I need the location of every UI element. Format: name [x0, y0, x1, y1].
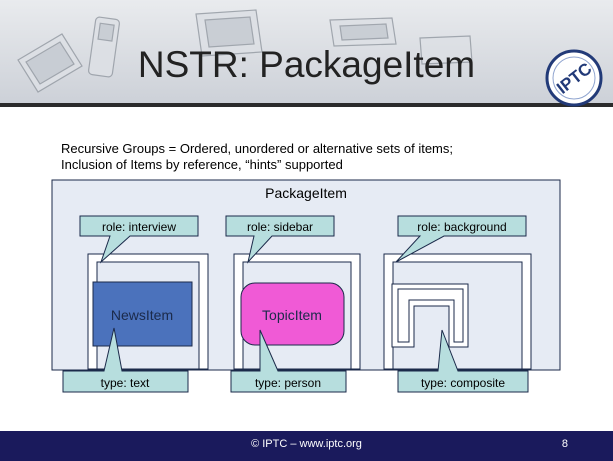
role-callout-background [395, 215, 527, 263]
intro-line: Inclusion of Items by reference, “hints”… [61, 157, 343, 172]
header-banner [0, 0, 613, 107]
footer-copyright: © IPTC – www.iptc.org [251, 438, 362, 450]
device-sketch-icons [17, 9, 473, 93]
type-label-composite: type: composite [421, 376, 505, 390]
role-label-sidebar: role: sidebar [247, 220, 313, 234]
topicitem-box [240, 282, 345, 346]
newsitem-label: NewsItem [111, 307, 173, 323]
intro-line: Recursive Groups = Ordered, unordered or… [61, 141, 453, 156]
type-label-person: type: person [255, 376, 321, 390]
type-callout-text [62, 327, 189, 393]
composite-nested-inner [397, 288, 464, 343]
type-callout-person [230, 329, 347, 393]
slide-title: NSTR: PackageItem [137, 44, 476, 85]
role-callout-interview [79, 215, 199, 264]
role-callout-sidebar [225, 215, 335, 264]
type-callout-composite [397, 329, 529, 393]
iptc-logo: IPTC [545, 49, 603, 107]
package-diagram: PackageItem NewsItem TopicItem role: int… [51, 179, 561, 393]
role-label-background: role: background [417, 220, 506, 234]
type-label-text: type: text [101, 376, 150, 390]
topicitem-label: TopicItem [262, 307, 322, 323]
intro-text: Recursive Groups = Ordered, unordered or… [61, 141, 453, 173]
newsitem-box [92, 281, 193, 347]
footer-bar: © IPTC – www.iptc.org 8 [0, 431, 613, 461]
page-number: 8 [561, 438, 568, 450]
packageitem-label: PackageItem [265, 185, 347, 201]
role-label-interview: role: interview [102, 220, 176, 234]
